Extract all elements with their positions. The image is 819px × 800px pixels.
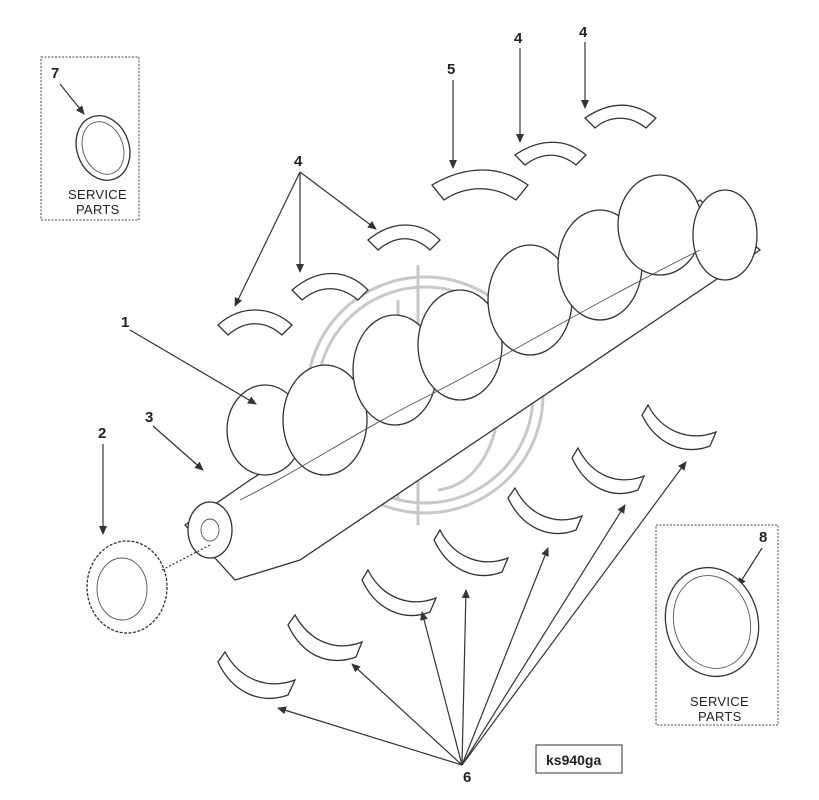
callout-3: 3 bbox=[145, 409, 153, 426]
callout-4-right: 4 bbox=[579, 24, 588, 41]
service-label-line2: PARTS bbox=[698, 709, 742, 724]
callout-1: 1 bbox=[121, 314, 129, 331]
callout-8: 8 bbox=[759, 529, 767, 546]
service-label-line1: SERVICE bbox=[690, 694, 749, 709]
service-box-8: 8 SERVICE PARTS bbox=[655, 524, 779, 726]
callout-4-middle: 4 bbox=[514, 30, 523, 47]
callout-7: 7 bbox=[51, 65, 59, 82]
crankshaft bbox=[184, 174, 762, 581]
service-label-line2: PARTS bbox=[76, 202, 120, 217]
reference-code: ks940ga bbox=[546, 752, 601, 768]
seal-ring-8 bbox=[664, 566, 760, 678]
leader-arrows bbox=[99, 42, 687, 766]
callout-5: 5 bbox=[447, 61, 455, 78]
seal-ring-7 bbox=[75, 115, 131, 181]
reference-code-box: ks940ga bbox=[535, 744, 623, 774]
callout-4-left: 4 bbox=[294, 153, 303, 170]
upper-bearing-shells bbox=[217, 104, 657, 336]
lower-bearing-shells bbox=[217, 403, 718, 699]
service-box-7: 7 SERVICE PARTS bbox=[40, 56, 140, 221]
service-label-line1: SERVICE bbox=[68, 187, 127, 202]
crank-gear bbox=[86, 540, 211, 634]
callout-2: 2 bbox=[98, 425, 106, 442]
callout-6: 6 bbox=[463, 769, 471, 786]
